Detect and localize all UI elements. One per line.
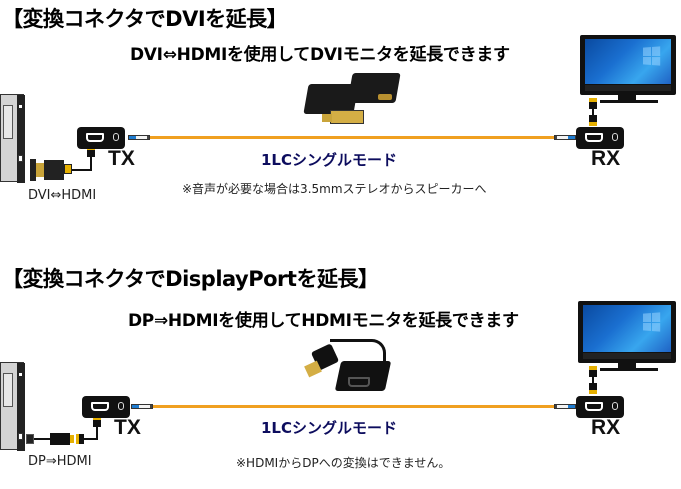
fiber-cable: [150, 136, 554, 139]
tx-transmitter-box: [82, 396, 130, 418]
subtitle-dp: DP⇒HDMIを使用してHDMIモニタを延長できます: [128, 311, 519, 331]
rx-label: RX: [591, 416, 621, 439]
hdmi-cable: [72, 169, 92, 171]
tx-transmitter-box: [77, 127, 125, 149]
monitor-stand: [618, 363, 636, 369]
dp-plug-icon: [26, 434, 34, 444]
lc-connector-icon: [128, 135, 150, 140]
subtitle-dvi: DVI⇔HDMIを使用してDVIモニタを延長できます: [130, 45, 510, 65]
hdmi-plug-icon: [589, 115, 597, 126]
hdmi-plug-icon: [64, 164, 72, 174]
dvi-connector-icon: [30, 157, 64, 183]
monitor-base: [600, 368, 658, 371]
audio-port-icon: [612, 133, 618, 141]
monitor-stand: [618, 95, 636, 101]
lc-connector-icon: [131, 404, 153, 409]
audio-port-icon: [113, 133, 119, 141]
hdmi-cable: [90, 154, 92, 171]
monitor-icon: [578, 301, 676, 363]
monitor-icon: [580, 35, 676, 95]
pc-tower-icon: [0, 94, 25, 183]
dp-hdmi-adapter-image: [300, 333, 400, 395]
audio-port-icon: [612, 402, 618, 410]
rx-receiver-box: [576, 396, 624, 418]
hdmi-plug-icon: [589, 383, 597, 394]
hdmi-port-icon: [86, 133, 104, 142]
dp-cable: [34, 438, 52, 440]
note-dvi: ※音声が必要な場合は3.5mmステレオからスピーカーへ: [182, 182, 487, 196]
adapter-label-dvi: DVI⇔HDMI: [28, 188, 97, 203]
hdmi-plug-icon: [76, 434, 84, 444]
rx-receiver-box: [576, 127, 624, 149]
tx-label: TX: [114, 416, 141, 439]
fiber-label-dvi: 1LCシングルモード: [261, 151, 398, 169]
hdmi-cable: [96, 424, 98, 440]
hdmi-port-icon: [585, 133, 603, 142]
hdmi-cable: [592, 376, 594, 384]
hdmi-plug-icon: [70, 435, 74, 443]
hdmi-plug-icon: [93, 416, 101, 427]
hdmi-plug-icon: [589, 98, 597, 109]
pc-tower-icon: [0, 362, 25, 451]
dp-hdmi-adapter-icon: [50, 433, 70, 445]
monitor-base: [600, 100, 658, 103]
adapter-label-dp: DP⇒HDMI: [28, 454, 92, 469]
hdmi-port-icon: [91, 402, 109, 411]
rx-label: RX: [591, 147, 621, 170]
fiber-label-dp: 1LCシングルモード: [261, 419, 398, 437]
audio-port-icon: [118, 402, 124, 410]
tx-label: TX: [108, 147, 135, 170]
fiber-cable: [153, 405, 554, 408]
hdmi-plug-icon: [589, 366, 597, 377]
hdmi-cable: [84, 438, 98, 440]
dvi-hdmi-adapter-image: [300, 70, 420, 132]
section-title-dp: 【変換コネクタでDisplayPortを延長】: [2, 267, 379, 291]
lc-connector-icon: [554, 135, 576, 140]
hdmi-port-icon: [585, 402, 603, 411]
hdmi-cable: [592, 108, 594, 116]
note-dp: ※HDMIからDPへの変換はできません。: [236, 456, 451, 470]
lc-connector-icon: [554, 404, 576, 409]
section-title-dvi: 【変換コネクタでDVIを延長】: [2, 7, 288, 31]
